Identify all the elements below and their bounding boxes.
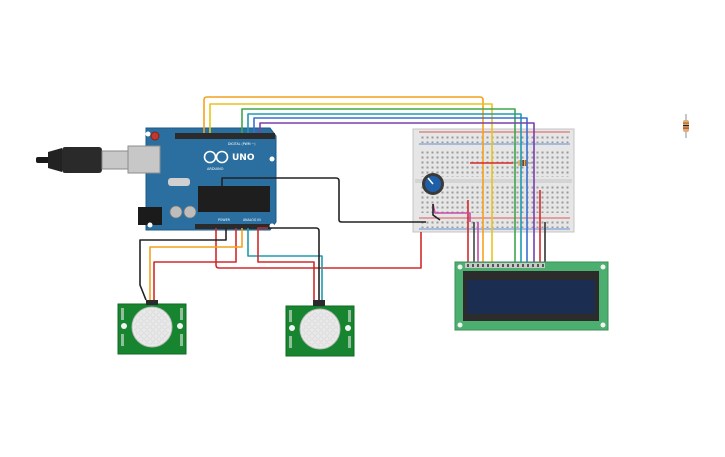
wire-green-d3 [241,108,516,268]
pir-sensor-left[interactable] [117,300,187,355]
atmega-chip [198,186,270,212]
digital-header [175,133,275,139]
wire-black-gnd [221,177,426,223]
capacitor [183,205,197,219]
resistor-component[interactable] [683,114,689,138]
wire-pot [432,203,471,222]
power-jack [138,207,162,225]
usb-cable [36,147,129,173]
wire-black-sensor2 [262,227,320,300]
wire-orange-sensor1 [149,228,243,300]
capacitor [169,205,183,219]
wire-pot-black [432,204,441,221]
lcd-screen [467,280,595,314]
wire-blue-d5 [253,117,528,268]
power-analog-header [195,224,270,229]
wire-teal-sensor2 [247,228,323,300]
arduino-uno-board[interactable]: UNO ARDUINO DIGITAL (PWM ~) POWER ANALOG… [127,127,277,231]
potentiometer[interactable] [422,173,444,195]
wire-red-5v [215,228,422,269]
wire-purple-d6 [259,122,535,268]
lcd-pin-header [465,263,545,268]
usb-port [127,145,161,174]
digital-header-label: DIGITAL (PWM ~) [228,142,255,146]
wire-black-sensor1 [139,228,227,301]
wire-yellow-d2 [209,103,493,268]
board-brand-label: ARDUINO [207,167,224,171]
wire-red-sensor1 [153,228,237,300]
crystal [168,178,190,186]
wires [139,96,546,301]
analog-header-label: ANALOG IN [243,218,261,222]
wire-red-sensor2 [257,227,315,300]
wire-teal-d4 [247,113,522,268]
reset-button[interactable] [150,131,160,141]
wire-orange-d1 [203,96,484,268]
board-model-label: UNO [232,153,255,163]
arduino-logo-icon [203,150,229,164]
lcd-display[interactable] [454,261,609,331]
pir-sensor-right[interactable] [285,300,355,357]
power-header-label: POWER [218,218,231,222]
